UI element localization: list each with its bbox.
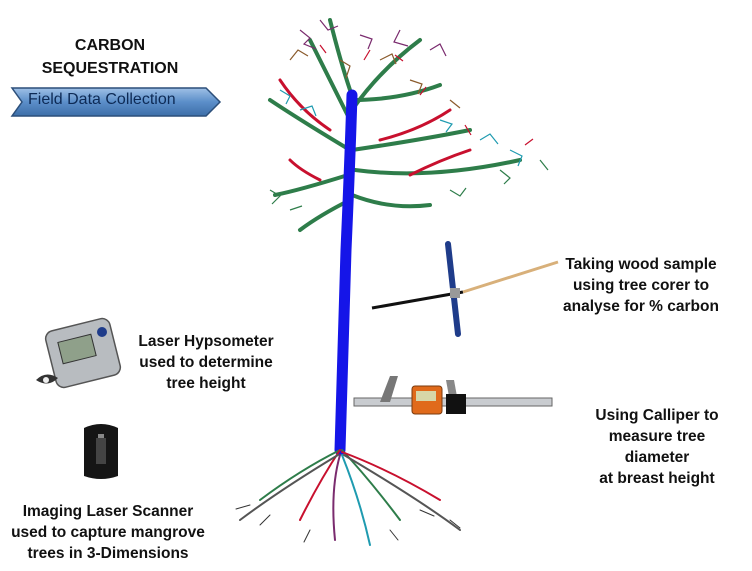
tree-corer-icon [371,241,559,337]
corer-label-line-1: Taking wood sample [565,256,717,273]
calliper-label: Using Calliper to measure tree diameter … [578,405,736,489]
hypsometer-label-line-3: tree height [166,375,246,392]
calliper-icon [353,376,553,415]
title-line-2: SEQUESTRATION [41,60,179,77]
corer-label-line-2: using tree corer to [572,277,710,294]
hypsometer-label-line-1: Laser Hypsometer [138,333,274,350]
calliper-label-line-3: at breast height [599,470,715,487]
laser-scanner-icon [84,424,118,479]
corer-label-line-3: analyse for % carbon [563,298,719,315]
tree-crown-twigs [269,19,549,211]
tree-roots [235,449,461,546]
laser-hypsometer-icon [36,317,122,389]
scanner-label-line-1: Imaging Laser Scanner [22,503,194,520]
corer-label: Taking wood sample using tree corer to a… [548,254,734,317]
scanner-label-line-3: trees in 3-Dimensions [27,545,189,562]
calliper-label-line-1: Using Calliper to [595,407,719,424]
scanner-label: Imaging Laser Scanner used to capture ma… [2,501,214,564]
tree-trunk [334,89,358,456]
field-data-banner: Field Data Collection [10,86,222,118]
banner-label: Field Data Collection [28,91,176,108]
tree-crown-red-branches [278,78,472,182]
tree-crown [268,18,522,232]
banner-arrow-icon [10,87,222,117]
title-line-1: CARBON [74,37,146,54]
scanner-label-line-2: used to capture mangrove [11,524,205,541]
hypsometer-label-line-2: used to determine [139,354,273,371]
diagram-title: CARBON SEQUESTRATION [30,34,190,80]
hypsometer-label: Laser Hypsometer used to determine tree … [136,331,276,394]
calliper-label-line-2: measure tree diameter [608,428,706,466]
